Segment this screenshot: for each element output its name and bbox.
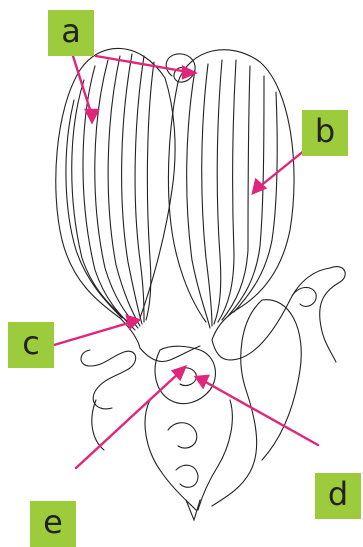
left-lobe-outline — [56, 48, 165, 348]
label-d-text: d — [328, 478, 348, 510]
anatomy-drawing — [0, 0, 363, 527]
label-a-box: a — [48, 10, 94, 56]
diagram-canvas: a b c d e — [0, 0, 363, 527]
label-b-text: b — [315, 115, 335, 147]
pointer-c — [54, 322, 132, 345]
label-b-box: b — [302, 110, 348, 156]
label-e-text: e — [43, 506, 63, 538]
label-d-box: d — [315, 473, 361, 519]
label-a-text: a — [61, 15, 81, 47]
reservoir-outline — [212, 300, 262, 506]
label-c-text: c — [22, 327, 40, 359]
pointer-a-left — [73, 56, 92, 116]
label-c-box: c — [8, 322, 54, 368]
central-mass — [155, 346, 215, 403]
pointer-b — [258, 150, 305, 188]
label-e-box: e — [30, 501, 76, 547]
pointer-d — [202, 380, 318, 445]
